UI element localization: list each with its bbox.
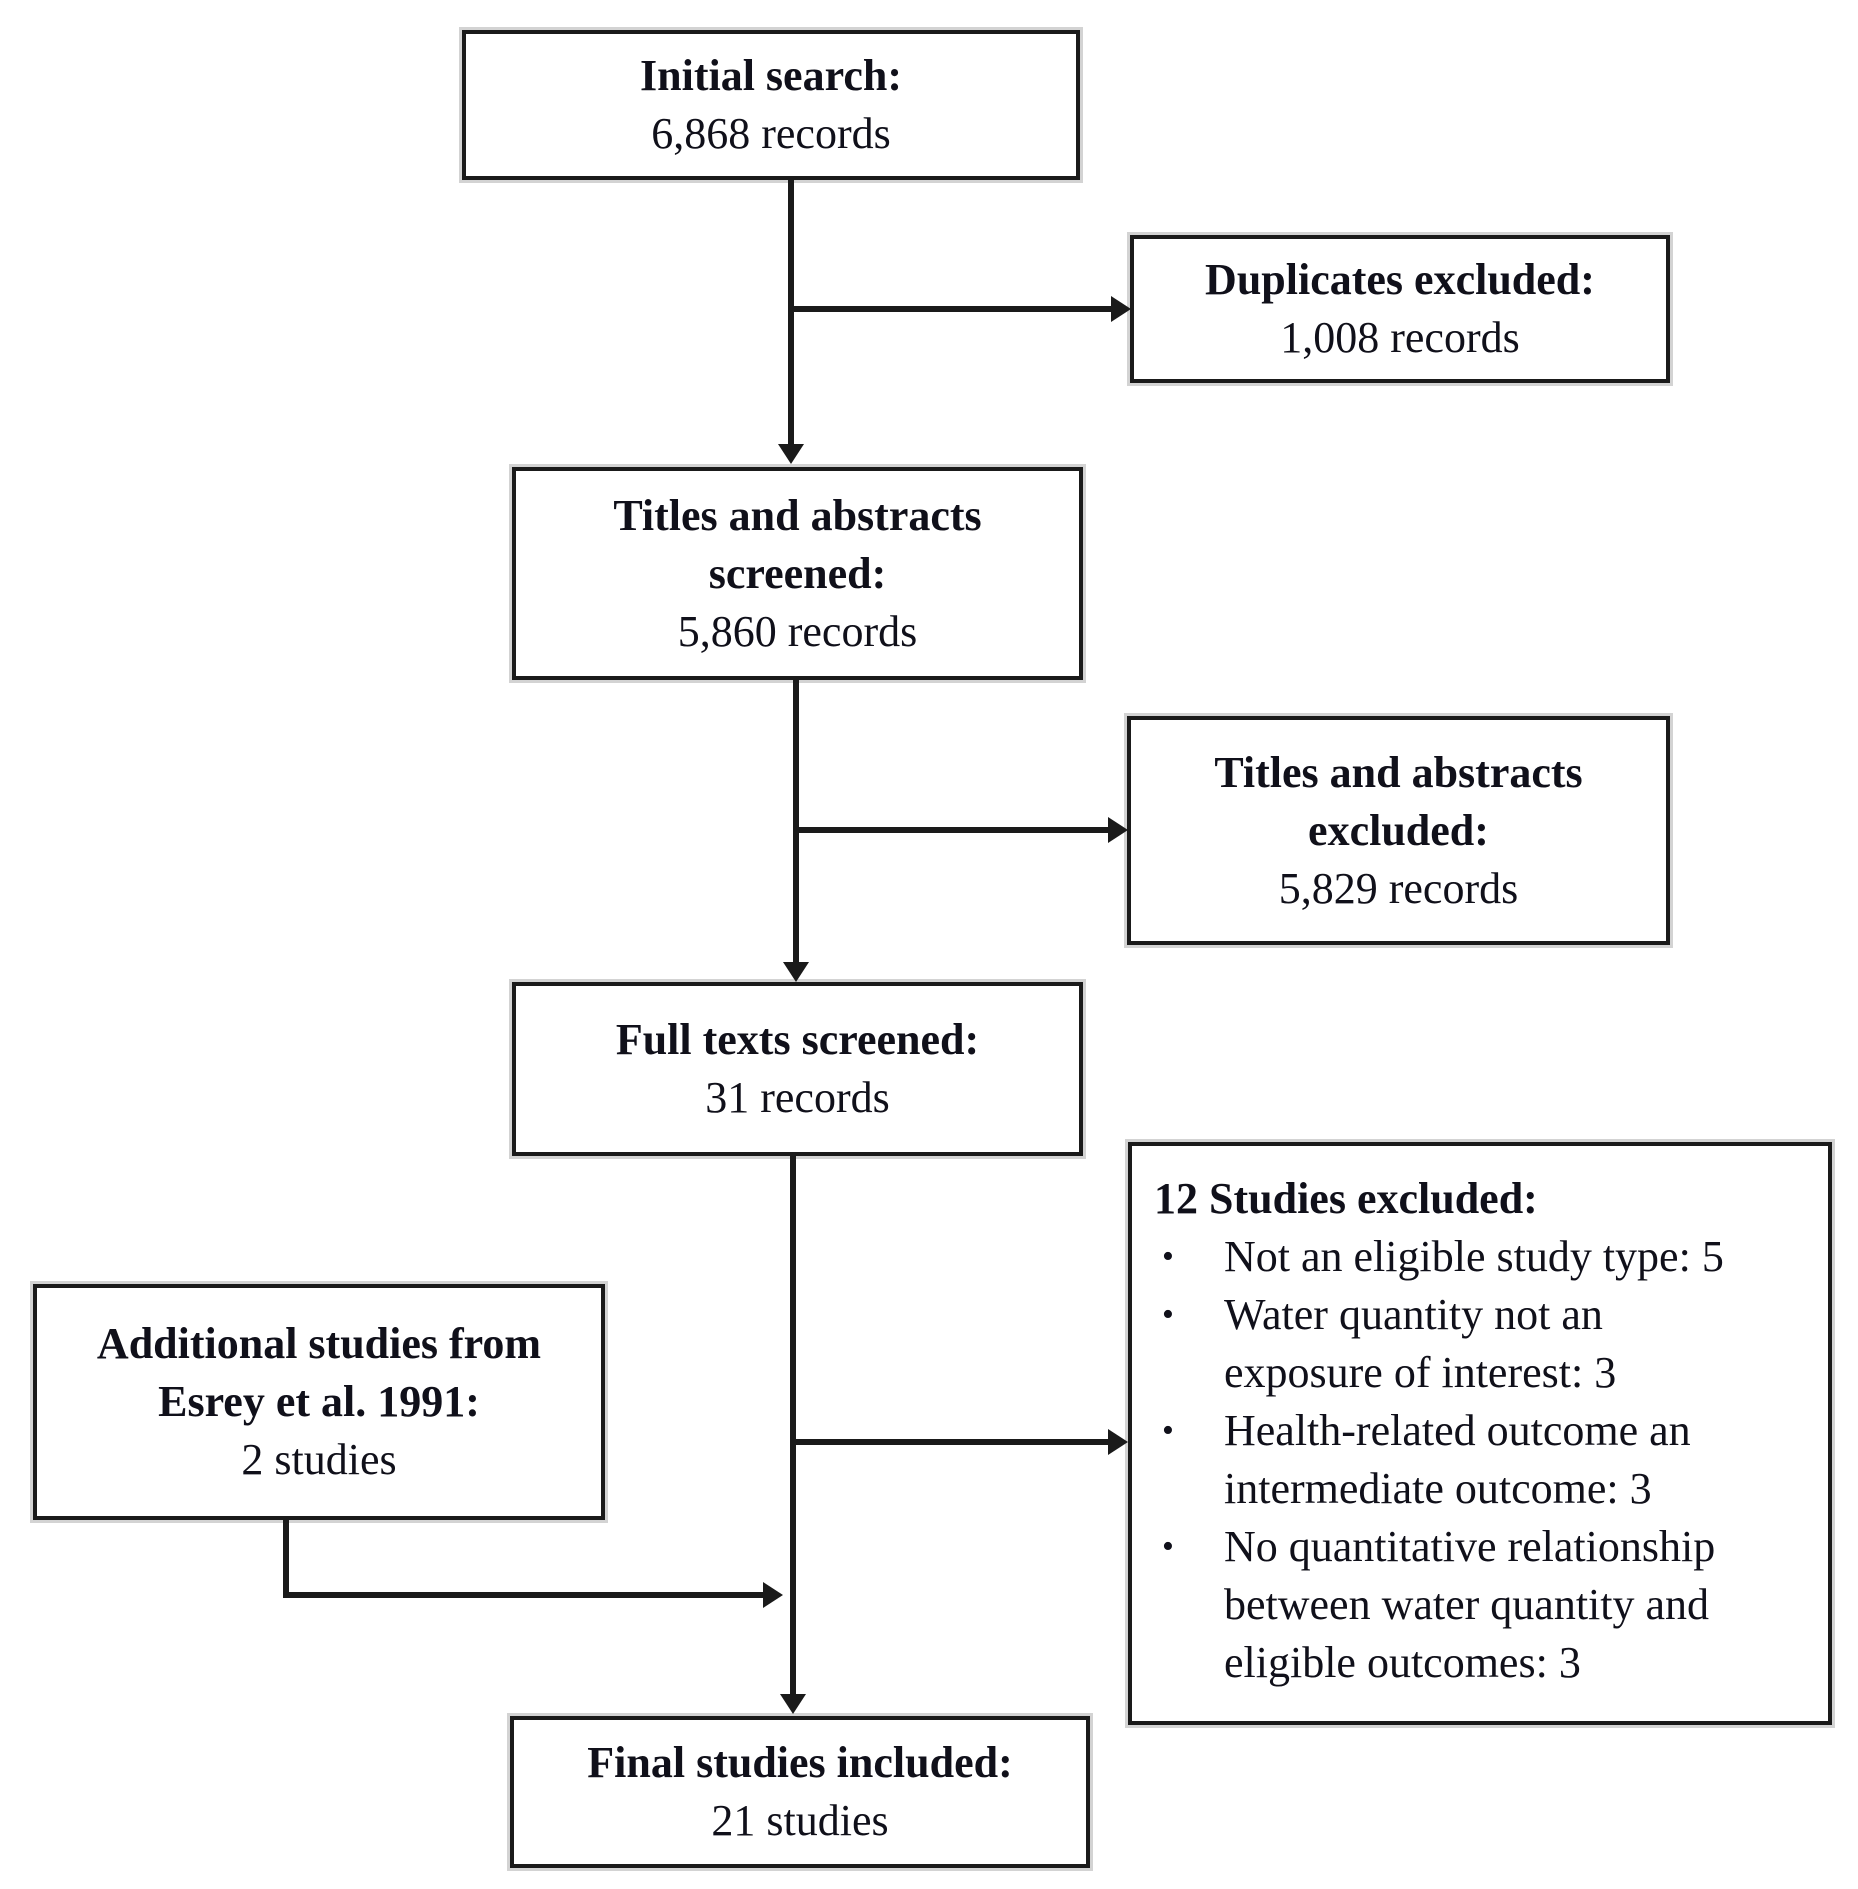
exclusion-reason-text: No quantitative relationship between wat…: [1224, 1522, 1716, 1687]
bullet-icon: •: [1162, 1528, 1174, 1565]
exclusion-reason-text: Water quantity not an exposure of intere…: [1224, 1290, 1617, 1397]
box-value: 5,829 records: [1278, 863, 1519, 913]
arrow-shaft: [793, 678, 799, 964]
flow-box-titles-abstracts-excluded: Titles and abstracts excluded: 5,829 rec…: [1127, 716, 1670, 945]
arrow-shaft: [795, 827, 1109, 833]
arrow-shaft: [792, 1439, 1109, 1445]
exclusion-reason-text: Not an eligible study type: 5: [1224, 1232, 1724, 1281]
exclusion-reason-item: • No quantitative relationship between w…: [1154, 1518, 1810, 1692]
exclusion-reason-item: • Water quantity not an exposure of inte…: [1154, 1286, 1810, 1402]
arrow-head-right-icon: [1108, 1429, 1128, 1455]
arrow-shaft: [790, 1154, 796, 1696]
arrow-head-right-icon: [763, 1582, 783, 1608]
box-value: 31 records: [705, 1073, 890, 1122]
flow-box-final-studies-included: Final studies included: 21 studies: [510, 1716, 1090, 1868]
flow-box-titles-abstracts-screened: Titles and abstracts screened: 5,860 rec…: [512, 467, 1083, 680]
box-title: Initial search:: [640, 51, 902, 100]
box-title: Duplicates excluded:: [1205, 255, 1595, 304]
flow-box-additional-studies: Additional studies from Esrey et al. 199…: [33, 1284, 605, 1520]
arrow-head-right-icon: [1108, 817, 1128, 843]
box-value: 2 studies: [241, 1435, 397, 1484]
flow-box-full-texts-screened: Full texts screened: 31 records: [512, 982, 1083, 1156]
box-title: Additional studies from Esrey et al. 199…: [96, 1319, 542, 1426]
arrow-head-down-icon: [780, 1694, 806, 1714]
flow-box-duplicates-excluded: Duplicates excluded: 1,008 records: [1130, 235, 1670, 383]
arrow-shaft: [788, 178, 794, 446]
box-value: 5,860 records: [677, 606, 918, 656]
arrow-shaft: [283, 1592, 764, 1598]
exclusion-reason-text: Health-related outcome an intermediate o…: [1224, 1406, 1691, 1513]
flow-box-studies-excluded: 12 Studies excluded: • Not an eligible s…: [1128, 1142, 1832, 1725]
flow-box-initial-search: Initial search: 6,868 records: [462, 30, 1080, 180]
arrow-head-right-icon: [1111, 296, 1131, 322]
box-title: Titles and abstracts excluded:: [1214, 747, 1583, 855]
arrow-head-down-icon: [778, 444, 804, 464]
bullet-icon: •: [1162, 1412, 1174, 1449]
arrow-shaft: [283, 1518, 289, 1596]
box-value: 1,008 records: [1280, 313, 1520, 362]
box-value: 6,868 records: [651, 109, 891, 158]
exclusion-reason-list: • Not an eligible study type: 5 • Water …: [1154, 1228, 1810, 1692]
exclusion-reason-item: • Health-related outcome an intermediate…: [1154, 1402, 1810, 1518]
bullet-icon: •: [1162, 1296, 1174, 1333]
arrow-shaft: [790, 306, 1112, 312]
box-title: Full texts screened:: [615, 1015, 980, 1064]
arrow-head-down-icon: [783, 962, 809, 982]
bullet-icon: •: [1162, 1238, 1174, 1275]
box-value: 21 studies: [711, 1796, 889, 1845]
box-title: Titles and abstracts screened:: [613, 490, 982, 598]
exclusion-reason-item: • Not an eligible study type: 5: [1154, 1228, 1810, 1286]
box-title: 12 Studies excluded:: [1154, 1174, 1538, 1223]
box-title: Final studies included:: [587, 1738, 1013, 1787]
